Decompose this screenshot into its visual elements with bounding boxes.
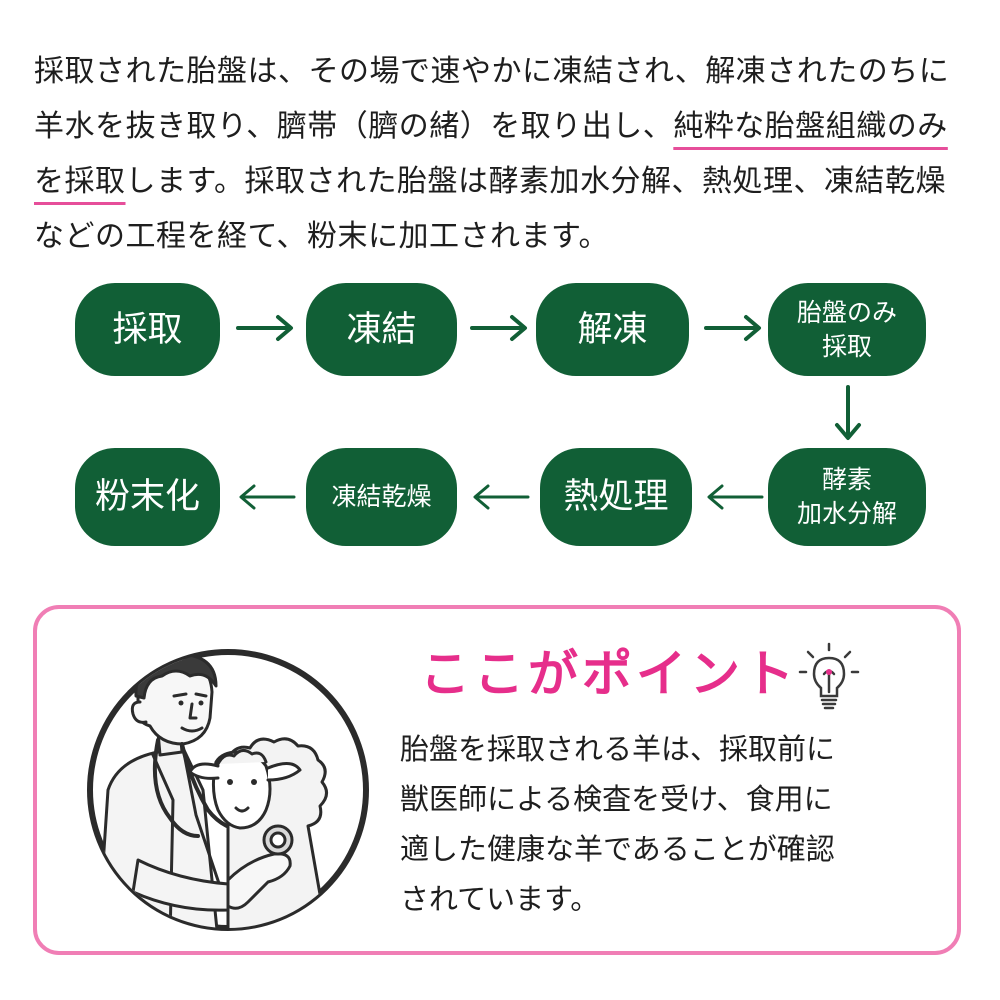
veterinarian-with-sheep-icon [87, 649, 369, 931]
arrow-left-icon [707, 484, 764, 510]
arrow-right-icon [236, 315, 293, 341]
arrow-down-icon [835, 385, 861, 440]
intro-highlight: 純粋な胎盤組織のみを採取 [34, 109, 948, 199]
step-thawing: 解凍 [536, 283, 689, 376]
intro-text-1: 採取された胎盤は、その場で速やかに凍結され、解凍されたのちに羊水を抜き取り、臍帯… [34, 54, 950, 144]
step-placenta-only-sampling: 胎盤のみ 採取 [768, 283, 926, 376]
step-powdering: 粉末化 [75, 448, 220, 546]
arrow-left-icon [473, 484, 530, 510]
step-enzyme-hydrolysis: 酵素 加水分解 [768, 448, 926, 546]
arrow-left-icon [239, 484, 296, 510]
step-freeze-drying: 凍結乾燥 [306, 448, 457, 546]
point-text: 胎盤を採取される羊は、採取前に 獣医師による検査を受け、食用に 適した健康な羊で… [400, 732, 836, 916]
step-freezing: 凍結 [306, 283, 457, 376]
step-heat-treatment: 熱処理 [540, 448, 692, 546]
intro-paragraph: 採取された胎盤は、その場で速やかに凍結され、解凍されたのちに羊水を抜き取り、臍帯… [34, 44, 974, 264]
point-box [33, 605, 961, 955]
step-sampling: 採取 [75, 283, 220, 376]
arrow-right-icon [704, 315, 761, 341]
intro-text-2: します。採取された胎盤は酵素加水分解、熱処理、凍結乾燥などの工程を経て、粉末に加… [34, 164, 946, 254]
point-title: ここがポイント [420, 645, 798, 703]
light-bulb-icon [798, 642, 860, 710]
arrow-right-icon [470, 315, 527, 341]
